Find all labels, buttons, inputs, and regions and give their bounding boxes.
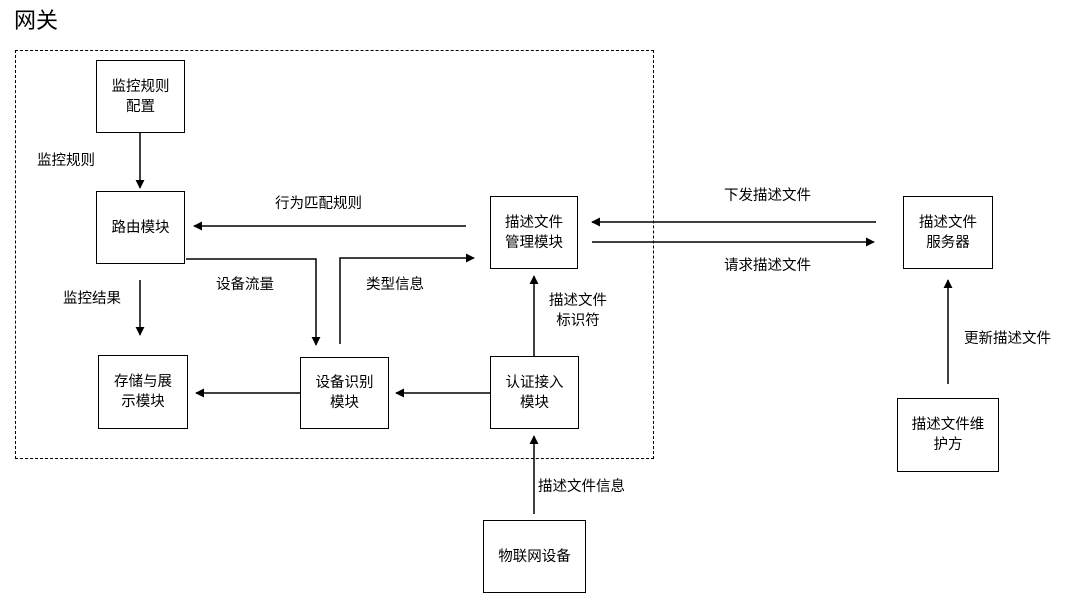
node-iot-device: 物联网设备 — [483, 520, 586, 593]
label-monitor-results: 监控结果 — [63, 291, 121, 307]
node-monitor-rule-config: 监控规则 配置 — [96, 60, 185, 133]
gateway-title: 网关 — [14, 9, 59, 34]
gateway-boundary — [15, 50, 654, 459]
arrow-traffic-to-identification — [186, 258, 321, 346]
node-routing-module: 路由模块 — [96, 191, 185, 264]
label-type-info: 类型信息 — [366, 277, 424, 293]
node-storage-display-module: 存储与展 示模块 — [98, 355, 188, 429]
node-auth-access-module: 认证接入 模块 — [490, 356, 579, 429]
node-desc-file-server: 描述文件 服务器 — [903, 196, 993, 269]
node-desc-file-maintainer: 描述文件维 护方 — [897, 398, 999, 472]
label-device-traffic: 设备流量 — [216, 277, 274, 293]
label-monitor-rules: 监控规则 — [37, 153, 95, 169]
label-desc-file-identifier: 描述文件 标识符 — [549, 293, 607, 329]
node-desc-file-mgmt-module: 描述文件 管理模块 — [490, 196, 578, 269]
label-request-desc-file: 请求描述文件 — [724, 258, 811, 274]
arrow-identification-to-desc-mgmt — [339, 253, 475, 344]
node-device-identification-module: 设备识别 模块 — [300, 357, 389, 429]
label-deliver-desc-file: 下发描述文件 — [724, 188, 811, 204]
label-update-desc-file: 更新描述文件 — [964, 331, 1051, 347]
label-desc-file-info: 描述文件信息 — [538, 479, 625, 495]
label-behavior-match-rules: 行为匹配规则 — [275, 196, 362, 212]
